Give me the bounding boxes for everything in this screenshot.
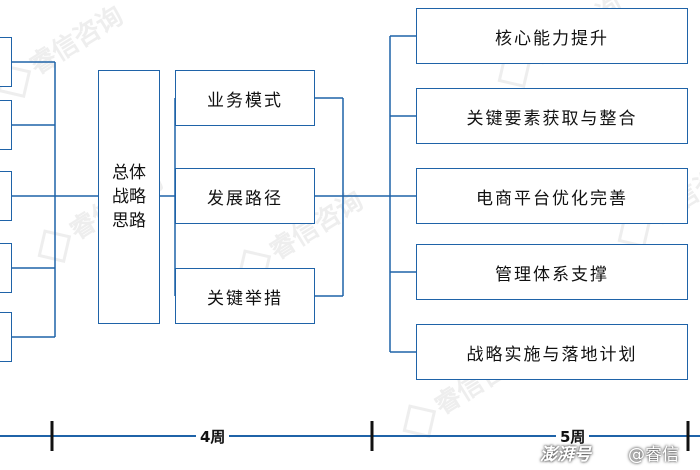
timeline-label-5-weeks: 5周: [556, 426, 590, 447]
right-box-core-capability: 核心能力提升: [416, 8, 688, 64]
left-partial-box: [0, 37, 12, 87]
right-box-management-system: 管理体系支撑: [416, 244, 688, 300]
left-partial-box: [0, 243, 12, 293]
corner-account-label: @睿信: [628, 445, 679, 465]
middle-box-key-measures: 关键举措: [175, 268, 315, 324]
middle-box-development-path: 发展路径: [175, 168, 315, 224]
center-line-3: 思路: [112, 211, 146, 231]
timeline-label-4-weeks: 4周: [196, 426, 230, 447]
right-box-implementation-plan: 战略实施与落地计划: [416, 324, 688, 380]
center-strategy-box: 总体 战略 思路: [98, 70, 160, 324]
center-line-1: 总体: [112, 163, 146, 183]
middle-box-business-model: 业务模式: [175, 70, 315, 126]
left-partial-box: [0, 100, 12, 150]
left-partial-box: [0, 171, 12, 221]
center-line-2: 战略: [112, 187, 146, 207]
left-partial-box: [0, 312, 12, 362]
right-box-ecommerce-platform: 电商平台优化完善: [416, 168, 688, 224]
corner-source-label: 澎湃号: [540, 445, 591, 465]
right-box-key-elements: 关键要素获取与整合: [416, 88, 688, 144]
